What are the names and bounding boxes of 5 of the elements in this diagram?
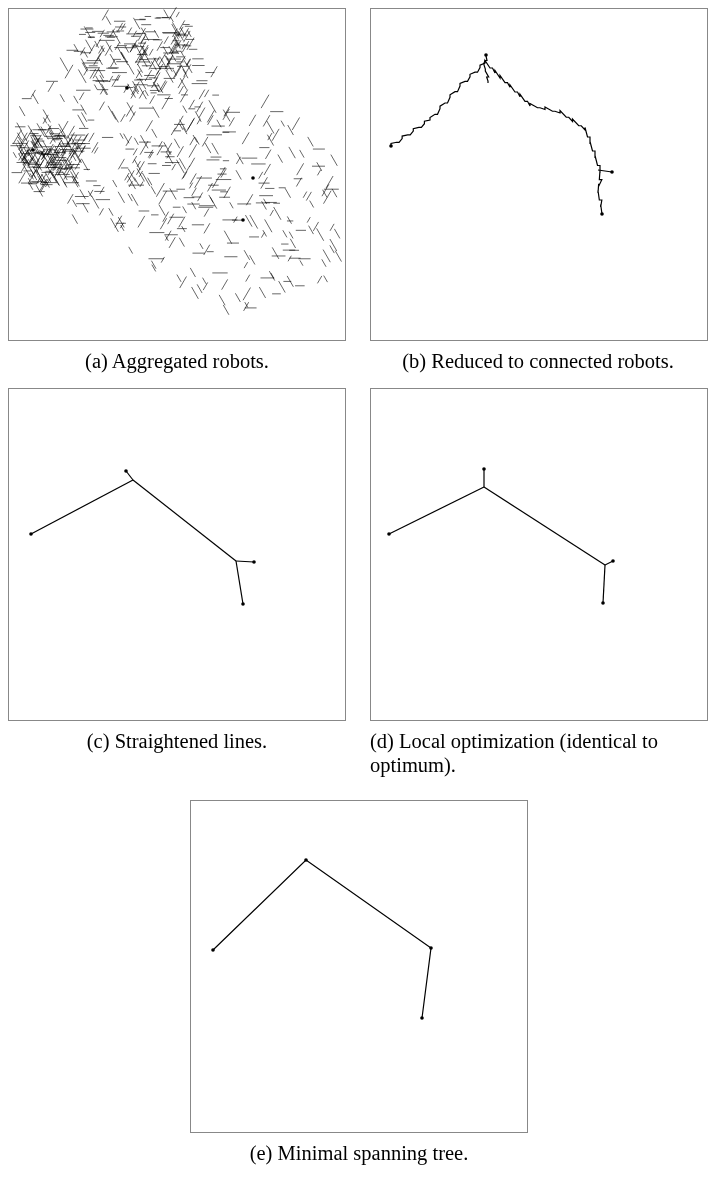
figure-caption: (e) Minimal spanning tree.: [248, 1141, 470, 1165]
figure-caption: (d) Local optimization (identical to optimum).: [370, 729, 660, 777]
figure-caption: (b) Reduced to connected robots.: [401, 349, 675, 373]
figure-caption: (c) Straightened lines.: [85, 729, 269, 753]
figure-caption: (a) Aggregated robots.: [84, 349, 270, 373]
